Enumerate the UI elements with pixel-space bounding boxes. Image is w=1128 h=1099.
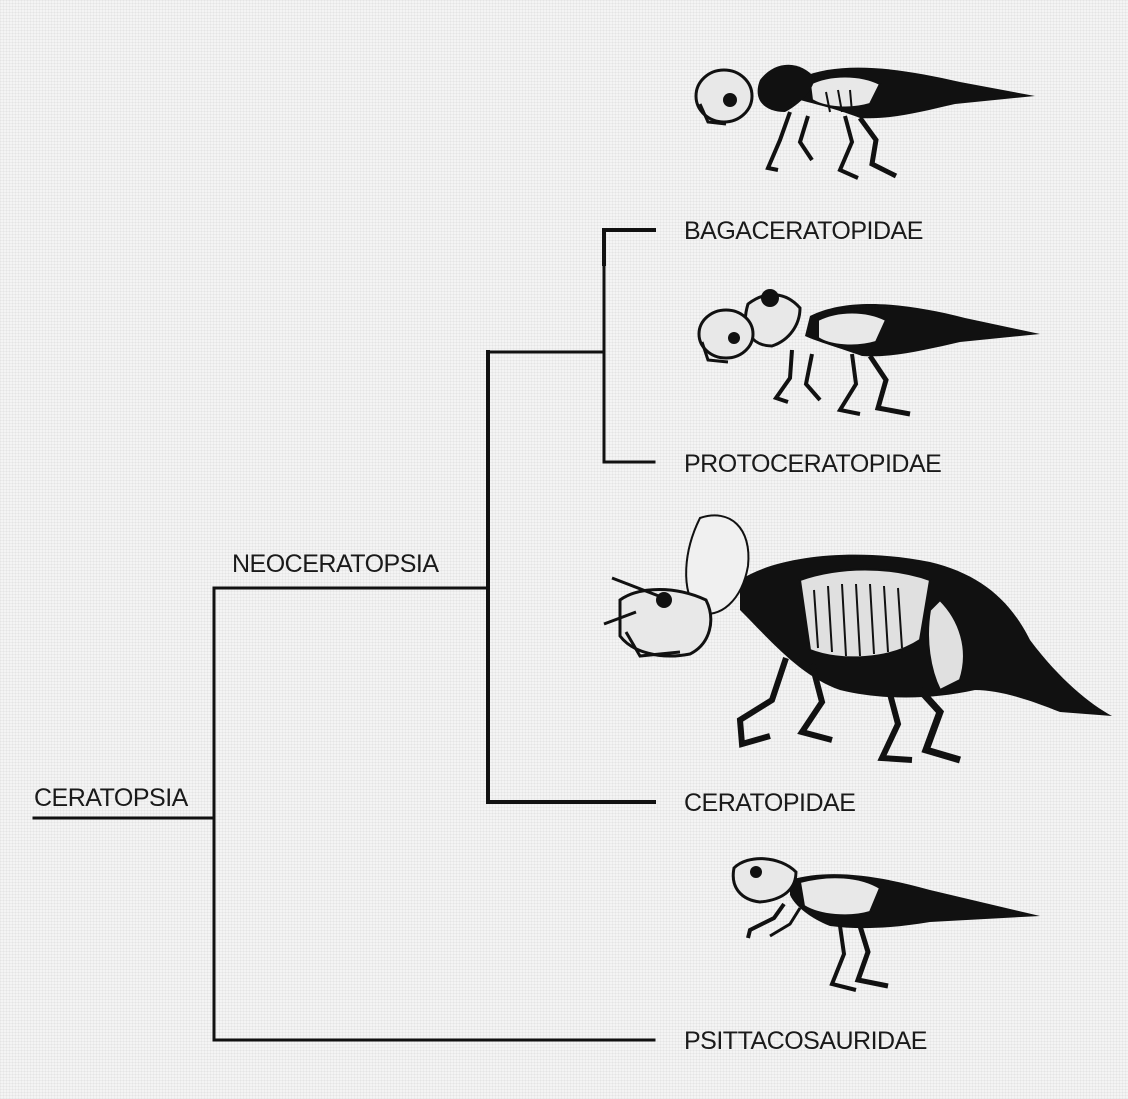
protoceratopid-skeleton-icon [699,289,1040,414]
ceratopid-skeleton-icon [604,515,1112,760]
ceratopidae-label: CERATOPIDAE [684,791,855,816]
psittacosauridae-label: PSITTACOSAURIDAE [684,1029,927,1054]
tree-branches [34,230,654,1040]
psittacosaurid-skeleton-icon [733,859,1040,990]
neoceratopsia-label: NEOCERATOPSIA [232,552,439,577]
protoceratopidae-label: PROTOCERATOPIDAE [684,452,941,477]
bagaceratopidae-label: BAGACERATOPIDAE [684,219,923,244]
bagaceratopid-skeleton-icon [696,65,1035,178]
ceratopsia-label: CERATOPSIA [34,786,188,811]
